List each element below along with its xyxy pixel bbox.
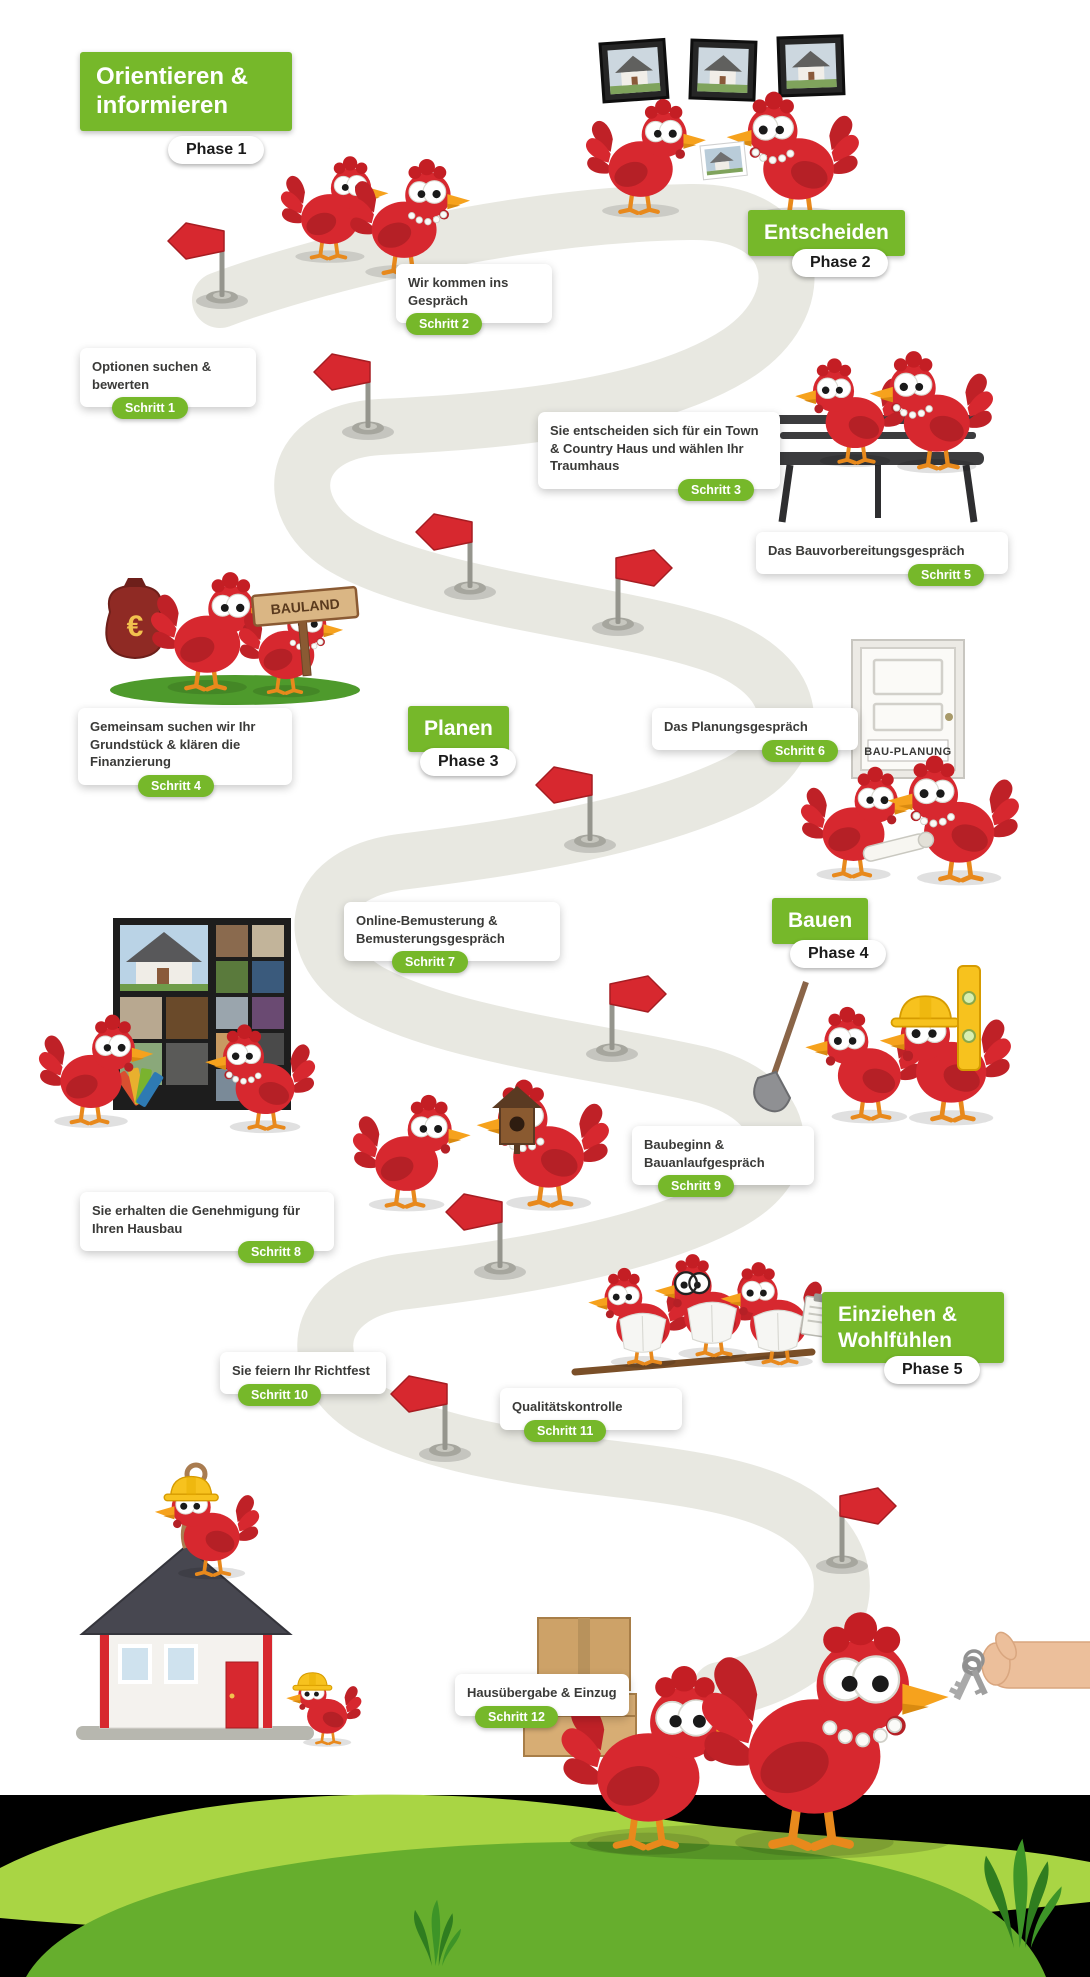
step-9-text: Baubeginn & Bauanlaufgespräch <box>644 1137 765 1170</box>
phase-1-badge: Phase 1 <box>168 136 265 164</box>
scene-approval-birds <box>353 1080 609 1212</box>
scene-construction-birds <box>753 965 1011 1125</box>
step-7-card: Online-Bemusterung & Bemusterungsgespräc… <box>344 902 560 974</box>
bauland-sign: BAULAND <box>251 585 360 677</box>
bottom-ground <box>0 1794 1090 1977</box>
step-1-badge: Schritt 1 <box>112 397 189 420</box>
phase-2-label: Entscheiden <box>748 210 905 256</box>
held-house-photo <box>699 140 748 181</box>
step-5-text: Das Bauvorbereitungsgespräch <box>768 543 965 558</box>
step-4-text: Gemeinsam suchen wir Ihr Grundstück & kl… <box>90 719 256 770</box>
step-2-card: Wir kommen ins Gespräch Schritt 2 <box>396 264 552 336</box>
step-8-card: Sie erhalten die Genehmigung für Ihren H… <box>80 1192 334 1264</box>
money-bag: € <box>105 578 165 660</box>
keys-icon <box>948 1649 988 1701</box>
mascot-bird <box>793 356 908 470</box>
scene-bench-birds <box>772 351 993 523</box>
step-11-card: Qualitätskontrolle Schritt 11 <box>500 1388 682 1442</box>
step-4-card: Gemeinsam suchen wir Ihr Grundstück & kl… <box>78 708 292 797</box>
building-plan-roll <box>862 831 935 862</box>
scene-decision-birds <box>586 34 859 223</box>
step-3-badge: Schritt 3 <box>677 478 754 501</box>
step-11-text: Qualitätskontrolle <box>512 1399 623 1414</box>
step-10-badge: Schritt 10 <box>238 1383 321 1406</box>
step-12-text: Hausübergabe & Einzug <box>467 1685 617 1700</box>
birdhouse <box>492 1086 542 1154</box>
step-4-badge: Schritt 4 <box>138 774 215 797</box>
bauplanung-door: BAU-PLANUNG <box>851 639 965 779</box>
bauplanung-door-label: BAU-PLANUNG <box>864 746 951 758</box>
house-picture-icon <box>776 34 846 98</box>
step-12-card: Hausübergabe & Einzug Schritt 12 <box>455 1674 629 1728</box>
journey-path <box>192 183 870 1718</box>
step-8-badge: Schritt 8 <box>237 1241 314 1264</box>
phase-5-label: Einziehen & Wohlfühlen <box>822 1292 1004 1364</box>
step-6-badge: Schritt 6 <box>761 739 838 762</box>
step-9-card: Baubeginn & Bauanlaufgespräch Schritt 9 <box>632 1126 814 1198</box>
step-9-badge: Schritt 9 <box>658 1175 735 1198</box>
spirit-level <box>957 965 981 1071</box>
step-12-badge: Schritt 12 <box>475 1705 558 1728</box>
euro-sign: € <box>127 610 144 643</box>
mascot-bird <box>477 1080 609 1211</box>
scene-material-samples <box>39 918 318 1136</box>
phase-4-label: Bauen <box>772 898 869 944</box>
hand-with-keys <box>948 1631 1090 1701</box>
scene-plot-search: € BAULAND <box>105 572 360 705</box>
phase-2-badge: Phase 2 <box>792 249 889 277</box>
shovel <box>753 981 809 1113</box>
phase-5-badge: Phase 5 <box>884 1356 981 1384</box>
step-6-text: Das Planungsgespräch <box>664 719 808 734</box>
step-1-text: Optionen suchen & bewerten <box>92 359 212 392</box>
step-8-text: Sie erhalten die Genehmigung für Ihren H… <box>92 1203 301 1236</box>
step-1-card: Optionen suchen & bewerten Schritt 1 <box>80 348 256 420</box>
step-7-text: Online-Bemusterung & Bemusterungsgespräc… <box>356 913 505 946</box>
step-6-card: Das Planungsgespräch Schritt 6 <box>652 708 858 762</box>
step-5-card: Das Bauvorbereitungsgespräch Schritt 5 <box>756 532 1008 586</box>
bauland-sign-label: BAULAND <box>270 595 340 617</box>
phase-1-label: Orientieren & informieren <box>80 52 292 131</box>
step-10-text: Sie feiern Ihr Richtfest <box>232 1363 370 1378</box>
step-3-card: Sie entscheiden sich für ein Town & Coun… <box>538 412 780 501</box>
step-7-badge: Schritt 7 <box>392 951 469 974</box>
step-2-badge: Schritt 2 <box>406 313 483 336</box>
step-10-card: Sie feiern Ihr Richtfest Schritt 10 <box>220 1352 386 1406</box>
scene-richtfest-house <box>76 1462 363 1749</box>
phase-3-badge: Phase 3 <box>420 748 517 776</box>
step-5-badge: Schritt 5 <box>907 563 984 586</box>
house-illustration <box>76 1462 314 1740</box>
color-swatch-fan <box>116 1067 164 1107</box>
step-2-text: Wir kommen ins Gespräch <box>408 275 509 308</box>
step-11-badge: Schritt 11 <box>524 1419 607 1442</box>
house-picture-icon <box>598 38 670 104</box>
phase-3-label: Planen <box>408 706 509 752</box>
scene-planning-door: BAU-PLANUNG <box>801 639 1019 885</box>
mascot-bird <box>353 1095 471 1212</box>
house-picture-icon <box>688 38 758 102</box>
phase-4-badge: Phase 4 <box>790 940 887 968</box>
step-3-text: Sie entscheiden sich für ein Town & Coun… <box>550 423 759 474</box>
mascot-bird <box>801 767 916 881</box>
